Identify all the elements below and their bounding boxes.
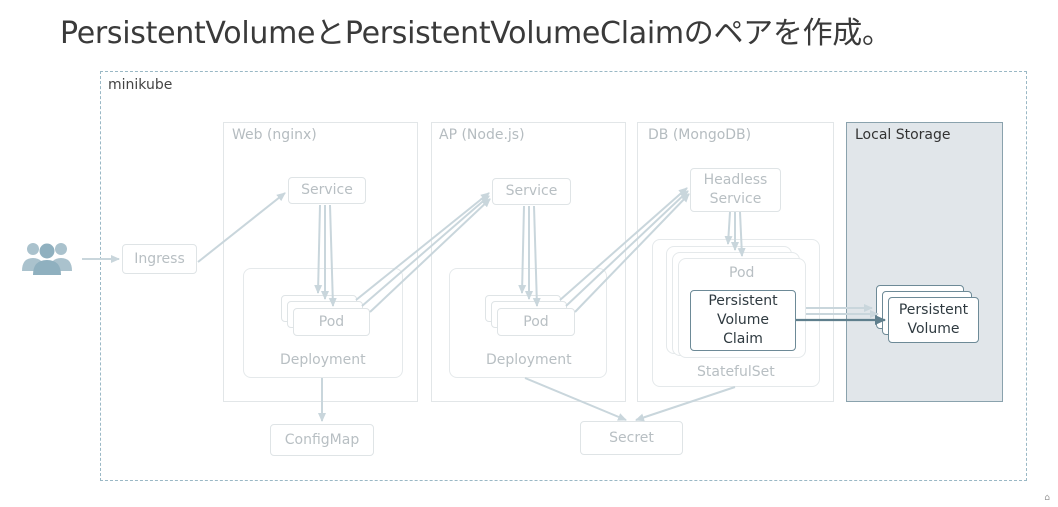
pvc-line3: Claim — [723, 330, 763, 347]
watermark-logo: ⌂ — [1044, 493, 1050, 503]
headless-service-box: Headless Service — [690, 168, 781, 212]
web-section — [223, 122, 418, 402]
pv-line1: Persistent — [898, 302, 969, 319]
minikube-cluster — [100, 71, 1027, 481]
ap-pod-box: Pod — [497, 308, 575, 336]
slide-title: PersistentVolumeとPersistentVolumeClaimのペ… — [60, 16, 892, 51]
ingress-label: Ingress — [134, 250, 185, 267]
pvc-line1: Persistent — [708, 293, 778, 310]
ingress-box: Ingress — [122, 244, 197, 274]
secret-label: Secret — [609, 429, 654, 446]
pvc-line2: Volume — [716, 312, 770, 329]
pv-line2: Volume — [907, 321, 960, 337]
configmap-box: ConfigMap — [270, 424, 374, 456]
ap-section — [431, 122, 626, 402]
web-service-box: Service — [288, 177, 366, 204]
pvc-box: Persistent Volume Claim — [690, 290, 796, 351]
ap-deployment-label: Deployment — [486, 352, 572, 368]
local-storage-section — [846, 122, 1003, 402]
db-section — [637, 122, 834, 402]
db-pod-label: Pod — [729, 265, 755, 281]
web-service-label: Service — [301, 182, 353, 199]
ap-section-label: AP (Node.js) — [439, 127, 525, 143]
users-icon — [20, 237, 74, 281]
ap-service-label: Service — [505, 183, 558, 200]
ap-service-box: Service — [492, 178, 571, 205]
configmap-label: ConfigMap — [284, 431, 360, 448]
web-deployment-label: Deployment — [280, 352, 366, 368]
web-section-label: Web (nginx) — [232, 127, 317, 143]
db-statefulset-label: StatefulSet — [697, 364, 775, 380]
ap-pod-label: Pod — [523, 313, 549, 330]
cluster-label: minikube — [108, 77, 173, 93]
secret-box: Secret — [580, 421, 683, 455]
db-section-label: DB (MongoDB) — [648, 127, 752, 143]
local-storage-label: Local Storage — [855, 127, 951, 143]
headless-service-line2: Service — [709, 191, 762, 207]
headless-service-line1: Headless — [703, 172, 768, 189]
pv-box: Persistent Volume — [888, 297, 979, 343]
web-pod-label: Pod — [318, 313, 345, 330]
web-pod-box: Pod — [293, 308, 370, 336]
